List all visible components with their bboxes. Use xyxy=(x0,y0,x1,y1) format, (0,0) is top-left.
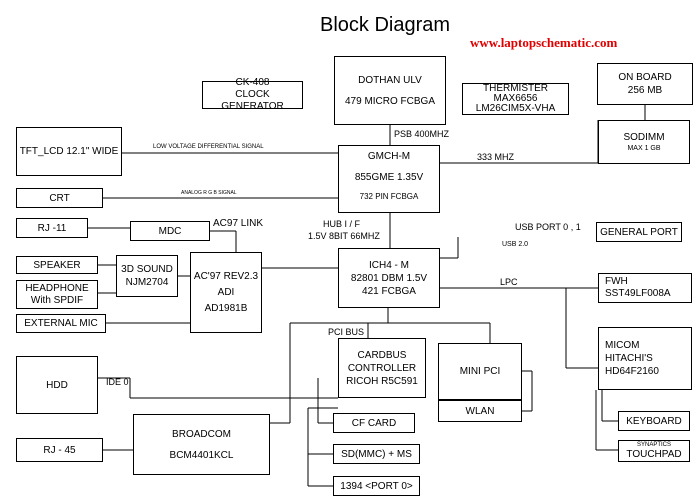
general-port-box: GENERAL PORT xyxy=(596,222,682,242)
cpu-name: DOTHAN ULV xyxy=(358,74,422,86)
diagram-title: Block Diagram xyxy=(320,14,451,36)
3d-sound-box: 3D SOUND NJM2704 xyxy=(116,255,178,297)
fwh-box: FWH SST49LF008A xyxy=(598,273,692,303)
minipci-label: MINI PCI xyxy=(459,366,501,377)
cardbus-label-a: CARDBUS xyxy=(357,349,407,361)
thermal-part-a: MAX6656 xyxy=(493,93,538,104)
cardbus-part: RICOH R5C591 xyxy=(346,375,418,387)
sd-ms-box: SD(MMC) + MS xyxy=(333,444,420,464)
mem-clock-label: 333 MHZ xyxy=(477,152,515,162)
sodimm-max: MAX 1 GB xyxy=(627,144,661,152)
tft-label: TFT_LCD 12.1" WIDE xyxy=(19,146,119,157)
sdms-label: SD(MMC) + MS xyxy=(341,448,412,460)
clock-part: CK-408 xyxy=(235,77,270,88)
onboard-memory-box: ON BOARD 256 MB xyxy=(597,63,693,105)
hub-if-label: HUB I / F xyxy=(323,219,361,229)
headphone-sub: With SPDIF xyxy=(30,294,84,306)
gmch-package: 732 PIN FCBGA xyxy=(359,192,419,201)
fwh-part: SST49LF008A xyxy=(605,288,671,299)
ich4-box: ICH4 - M 82801 DBM 1.5V 421 FCBGA xyxy=(338,248,440,308)
headphone-label: HEADPHONE xyxy=(25,282,89,294)
ich-package: 421 FCBGA xyxy=(362,285,416,297)
ich-part: 82801 DBM 1.5V xyxy=(350,272,428,284)
codec-part: AD1981B xyxy=(204,303,248,314)
cfcard-label: CF CARD xyxy=(351,417,397,429)
broadcom-part: BCM4401KCL xyxy=(169,449,234,461)
ieee1394-box: 1394 <PORT 0> xyxy=(333,476,420,496)
mini-pci-box: MINI PCI xyxy=(438,343,522,400)
source-url: www.laptopschematic.com xyxy=(470,35,618,50)
gmch-part: 855GME 1.35V xyxy=(354,172,424,183)
external-mic-box: EXTERNAL MIC xyxy=(16,314,106,333)
gmch-name: GMCH-M xyxy=(367,151,411,162)
thermal-part-b: LM26CIM5X-VHA xyxy=(475,103,556,114)
rj11-box: RJ -11 xyxy=(16,218,88,238)
hdd-box: HDD xyxy=(16,356,98,414)
touchpad-vendor: SYNAPTICS xyxy=(636,442,671,448)
gmch-box: GMCH-M 855GME 1.35V 732 PIN FCBGA xyxy=(338,145,440,213)
rj11-label: RJ -11 xyxy=(37,222,67,234)
tft-lcd-box: TFT_LCD 12.1" WIDE xyxy=(16,127,122,176)
wlan-label: WLAN xyxy=(465,405,495,417)
speaker-box: SPEAKER xyxy=(16,256,98,274)
keyboard-box: KEYBOARD xyxy=(618,411,690,431)
mdc-box: MDC xyxy=(130,221,210,241)
fwh-label: FWH xyxy=(605,276,628,287)
onboard-size: 256 MB xyxy=(627,85,663,96)
codec-vendor: ADI xyxy=(217,287,235,298)
mdc-label: MDC xyxy=(158,225,182,237)
ac97-codec-box: AC'97 REV2.3 ADI AD1981B xyxy=(190,252,262,333)
lpc-label: LPC xyxy=(500,277,518,287)
general-port-label: GENERAL PORT xyxy=(600,226,678,238)
keyboard-label: KEYBOARD xyxy=(626,415,682,427)
sodimm-label: SODIMM xyxy=(623,131,665,143)
thermal-label: THERMISTER xyxy=(483,83,548,94)
broadcom-box: BROADCOM BCM4401KCL xyxy=(133,414,270,475)
extmic-label: EXTERNAL MIC xyxy=(24,318,98,329)
cpu-package: 479 MICRO FCBGA xyxy=(344,95,436,107)
thermal-sensor-box: THERMISTER MAX6656 LM26CIM5X-VHA xyxy=(462,83,569,115)
touchpad-box: SYNAPTICS TOUCHPAD xyxy=(618,440,690,462)
ide-label: IDE 0 xyxy=(106,377,129,387)
hdd-label: HDD xyxy=(46,379,68,391)
usb-port-label: USB PORT 0 , 1 xyxy=(515,222,581,232)
codec-label: AC'97 REV2.3 xyxy=(193,271,259,282)
crt-box: CRT xyxy=(16,188,103,208)
speaker-label: SPEAKER xyxy=(33,259,81,271)
cf-card-box: CF CARD xyxy=(333,413,415,433)
hub-spec-label: 1.5V 8BIT 66MHZ xyxy=(308,231,380,241)
rj45-label: RJ - 45 xyxy=(43,444,76,456)
wlan-box: WLAN xyxy=(438,400,522,422)
micom-vendor: HITACHI'S xyxy=(605,353,653,364)
onboard-label: ON BOARD xyxy=(618,72,672,83)
ich-name: ICH4 - M xyxy=(369,259,409,271)
sodimm-box: SODIMM MAX 1 GB xyxy=(598,120,690,164)
micom-box: MICOM HITACHI'S HD64F2160 xyxy=(598,327,692,390)
psb-label: PSB 400MHZ xyxy=(394,129,450,139)
crt-label: CRT xyxy=(49,192,70,204)
broadcom-label: BROADCOM xyxy=(172,428,231,440)
pci-bus-label: PCI BUS xyxy=(328,327,365,337)
lvds-label: LOW VOLTAGE DIFFERENTIAL SIGNAL xyxy=(153,144,264,150)
sound-part: NJM2704 xyxy=(125,277,169,288)
cpu-box: DOTHAN ULV 479 MICRO FCBGA xyxy=(334,56,446,125)
micom-part: HD64F2160 xyxy=(605,366,659,377)
ac97-link-label: AC97 LINK xyxy=(213,218,264,229)
sound-label: 3D SOUND xyxy=(121,264,173,275)
clock-generator-box: CK-408 CLOCK GENERATOR xyxy=(202,77,303,112)
cardbus-box: CARDBUS CONTROLLER RICOH R5C591 xyxy=(338,338,426,398)
headphone-box: HEADPHONE With SPDIF xyxy=(16,280,98,309)
cardbus-label-b: CONTROLLER xyxy=(347,362,417,374)
analog-rgb-label: ANALOG R G B SIGNAL xyxy=(181,190,237,196)
micom-label: MICOM xyxy=(605,340,640,351)
clock-desc: CLOCK GENERATOR xyxy=(221,89,284,112)
touchpad-label: TOUCHPAD xyxy=(626,449,682,460)
rj45-box: RJ - 45 xyxy=(16,438,103,462)
usb-version-label: USB 2.0 xyxy=(502,241,529,248)
p1394-label: 1394 <PORT 0> xyxy=(340,480,413,492)
